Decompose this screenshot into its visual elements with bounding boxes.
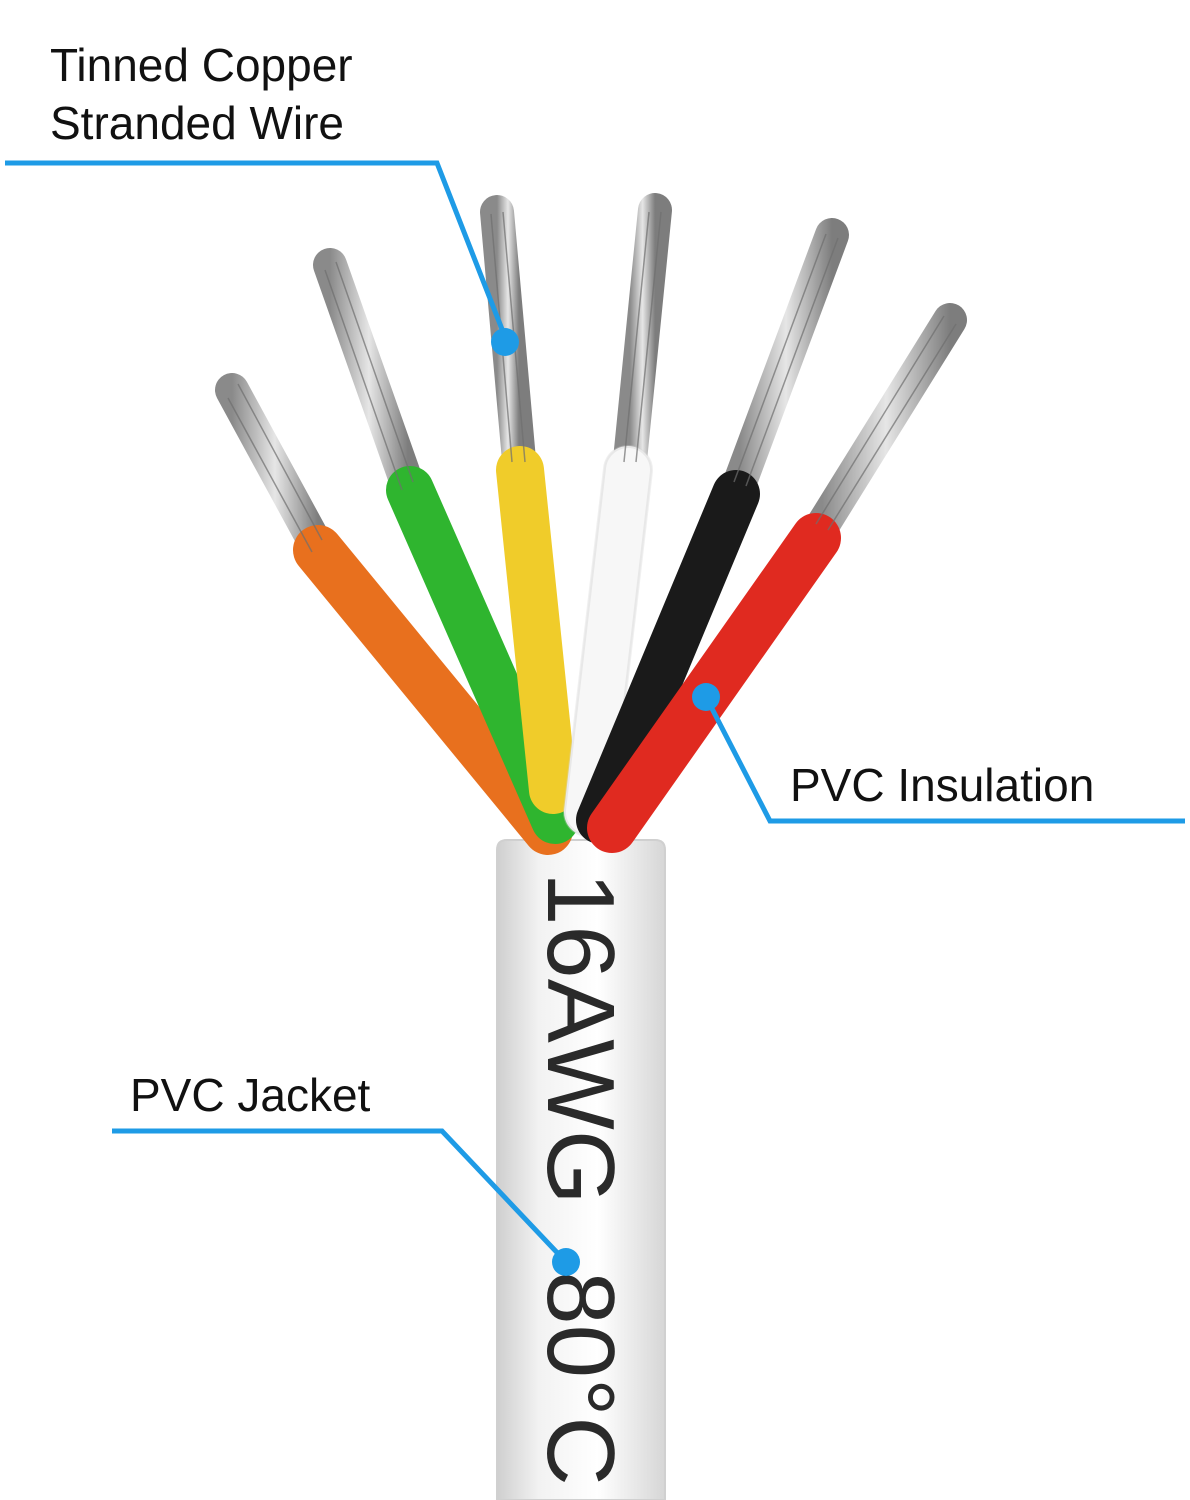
jacket-body [496,839,666,1500]
wire-white [563,193,672,837]
label-tinned-line2: Stranded Wire [50,97,345,149]
dot-pvc-jacket [552,1248,580,1276]
dot-pvc-insulation [692,683,720,711]
wire-red-insulation [587,513,841,853]
label-pvc-insulation: PVC Insulation [790,759,1095,811]
leader-pvc-jacket [112,1128,568,1264]
label-tinned-copper-stranded-wire: Tinned Copper Stranded Wire [50,36,353,152]
label-tinned-line1: Tinned Copper [50,39,353,91]
insulated-conductors [215,193,967,855]
callout-dots [491,328,720,1276]
leader-pvc-insulation [703,695,1185,824]
jacket-print-text: 16AWG 80°C [527,872,634,1486]
jacket-gauge-text: 16AWG [527,872,634,1205]
dot-tinned-copper [491,328,519,356]
pvc-jacket: 16AWG 80°C [496,839,666,1500]
wire-black [576,218,849,844]
wire-orange [215,373,573,855]
strand-texture [227,211,957,553]
label-pvc-jacket: PVC Jacket [130,1069,371,1121]
callout-leaders [5,160,1185,1264]
leader-tinned-copper [5,160,510,343]
wire-black-insulation [576,470,760,844]
wire-orange-insulation [293,525,573,855]
wire-red [587,303,967,853]
jacket-temperature-text: 80°C [527,1271,634,1486]
wire-yellow-insulation [496,446,577,814]
